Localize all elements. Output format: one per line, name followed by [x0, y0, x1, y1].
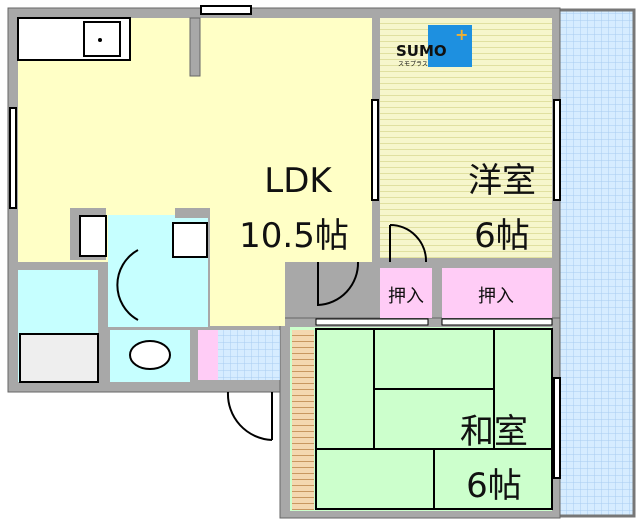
closet-left-label: 押入: [388, 286, 424, 307]
balcony: [554, 8, 636, 518]
windows: [9, 5, 561, 479]
entrance-floor: [218, 330, 280, 380]
japanese-size: 6帖: [466, 466, 522, 506]
japanese-label: 和室: [460, 412, 528, 452]
entrance-step: [198, 330, 218, 380]
tokonoma: [292, 330, 314, 510]
entrance-door[interactable]: [226, 391, 273, 441]
svg-text:スモプラス: スモプラス: [398, 61, 428, 68]
western-size: 6帖: [474, 216, 530, 256]
kitchen-partition: [189, 17, 201, 77]
western-label: 洋室: [468, 161, 536, 201]
washbasin-icon: [79, 215, 107, 257]
tatami-lines: [315, 328, 553, 510]
ldk-size: 10.5帖: [239, 216, 349, 256]
toilet-icon: [129, 340, 171, 370]
closet-left: [380, 268, 432, 318]
door-swing: [116, 249, 139, 321]
sink-icon: [83, 21, 121, 57]
sumo-logo: SUMO スモプラス +: [396, 25, 472, 68]
closet-right-label: 押入: [478, 286, 514, 307]
western-door[interactable]: [389, 224, 428, 263]
japanese-room: [290, 327, 552, 511]
ldk-label: LDK: [264, 161, 333, 201]
svg-text:SUMO: SUMO: [396, 42, 447, 60]
washing-machine-icon: [172, 222, 208, 258]
plus-icon: +: [455, 25, 468, 44]
ldk-door[interactable]: [317, 261, 360, 307]
bathtub-icon: [19, 333, 99, 383]
closet-right: [442, 268, 552, 318]
